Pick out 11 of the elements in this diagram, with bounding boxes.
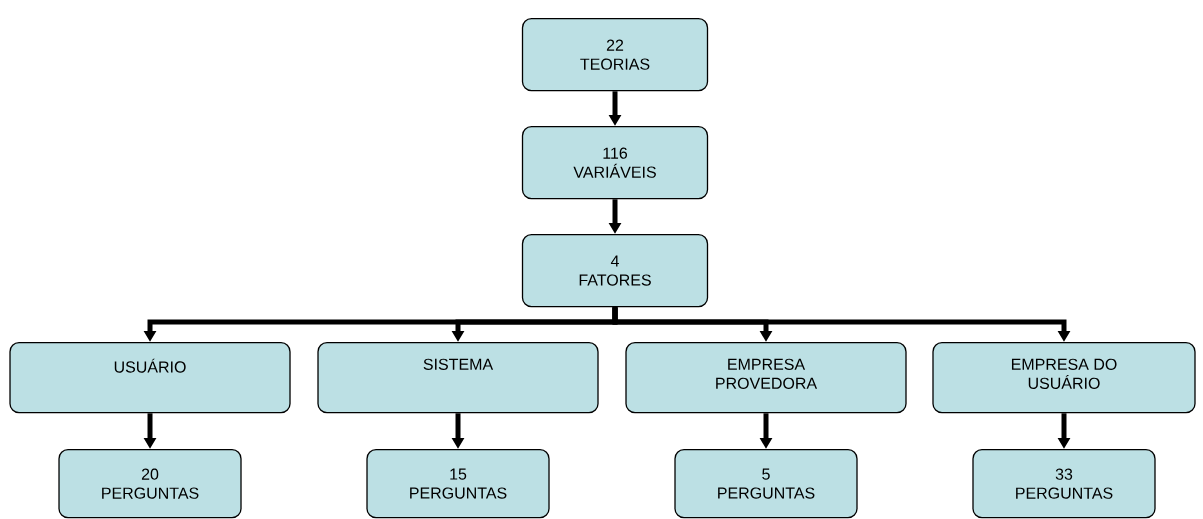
process-box: 4 FATORES bbox=[521, 234, 709, 308]
process-box: 22 TEORIAS bbox=[521, 18, 709, 92]
process-box: 33 PERGUNTAS bbox=[972, 449, 1156, 519]
process-box: 116 VARIÁVEIS bbox=[521, 126, 709, 200]
process-box: 15 PERGUNTAS bbox=[366, 449, 550, 519]
process-box: EMPRESA DO USUÁRIO bbox=[932, 342, 1196, 414]
process-box: SISTEMA bbox=[317, 342, 599, 414]
process-box: 20 PERGUNTAS bbox=[58, 449, 242, 519]
process-box: 5 PERGUNTAS bbox=[674, 449, 858, 519]
process-box: USUÁRIO bbox=[9, 342, 291, 414]
process-box: EMPRESA PROVEDORA bbox=[625, 342, 907, 414]
